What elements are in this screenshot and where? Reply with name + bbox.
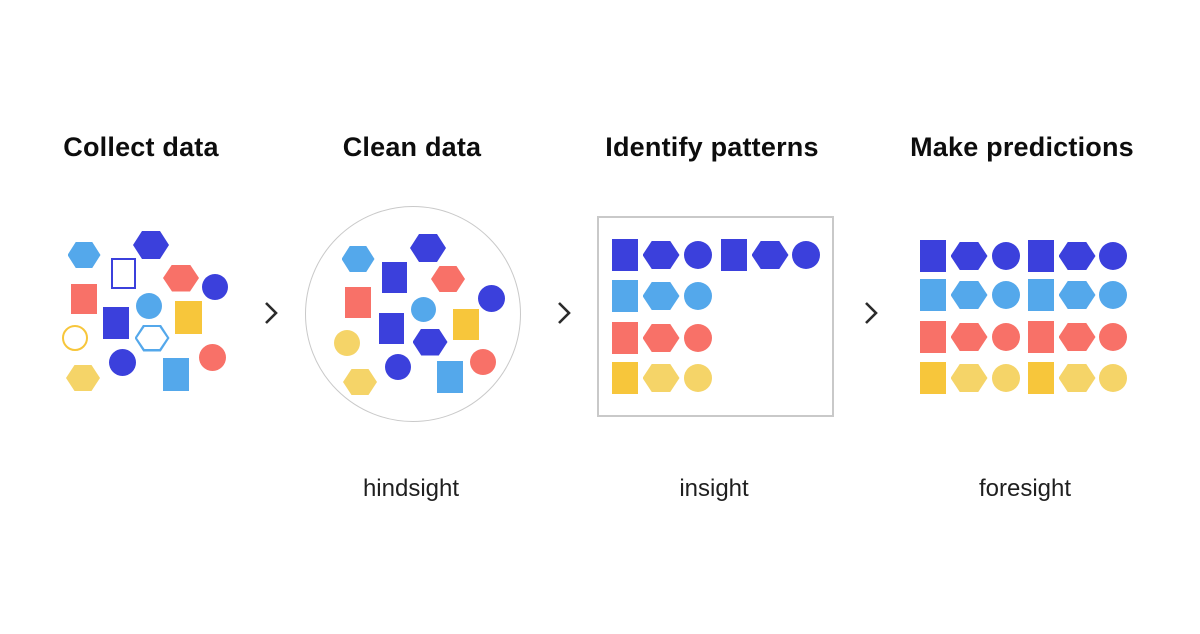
clean-data-circle-boundary <box>305 206 521 422</box>
hexagon-outline-fill <box>137 327 167 349</box>
square-shape <box>920 321 946 353</box>
circle-shape <box>684 241 712 269</box>
hexagon-shape <box>1058 281 1096 309</box>
stage-label-insight: insight <box>679 475 749 502</box>
hexagon-shape <box>642 241 680 269</box>
circle-shape <box>1099 281 1127 309</box>
hexagon-shape <box>66 365 100 391</box>
hexagon-shape <box>642 282 680 310</box>
circle-shape <box>202 274 228 300</box>
square-shape <box>721 239 747 271</box>
circle-shape <box>1099 323 1127 351</box>
circle-shape <box>198 343 226 371</box>
square-shape <box>1028 279 1054 311</box>
hexagon-shape <box>950 323 988 351</box>
hexagon-shape <box>412 328 448 356</box>
circle-shape <box>992 364 1020 392</box>
identify-patterns-box-boundary <box>597 216 834 417</box>
circle-shape <box>136 293 162 319</box>
circle-shape <box>108 348 136 376</box>
circle-shape <box>992 323 1020 351</box>
chevron-right-icon <box>865 302 878 324</box>
hexagon-shape <box>1058 323 1096 351</box>
circle-shape <box>477 284 505 312</box>
stage-title-collect-data: Collect data <box>63 132 219 162</box>
hexagon-shape <box>1058 364 1096 392</box>
circle-shape <box>992 242 1020 270</box>
hexagon-shape <box>642 364 680 392</box>
square-shape <box>381 261 407 293</box>
square-shape <box>345 286 371 318</box>
circle-shape <box>792 241 820 269</box>
hexagon-shape <box>950 242 988 270</box>
square-shape <box>612 362 638 394</box>
square-shape <box>1028 362 1054 394</box>
square-shape <box>437 361 463 393</box>
hexagon-shape <box>642 324 680 352</box>
square-shape <box>378 312 404 344</box>
square-shape <box>612 280 638 312</box>
square-shape <box>1028 321 1054 353</box>
hexagon-shape <box>751 241 789 269</box>
circle-shape <box>1099 364 1127 392</box>
chevron-right-icon <box>558 302 571 324</box>
circle-shape <box>992 281 1020 309</box>
square-shape <box>71 284 97 314</box>
stage-label-foresight: foresight <box>978 475 1072 502</box>
square-shape <box>174 300 202 334</box>
hexagon-shape <box>1058 242 1096 270</box>
square-shape <box>612 322 638 354</box>
stage-title-identify-patterns: Identify patterns <box>605 132 819 162</box>
square-shape <box>1028 240 1054 272</box>
circle-shape <box>1099 242 1127 270</box>
circle-shape <box>385 354 411 380</box>
hexagon-shape <box>163 264 199 292</box>
chevron-right-icon <box>265 302 278 324</box>
circle-shape <box>62 325 88 351</box>
square-shape <box>103 307 129 339</box>
stage-label-hindsight: hindsight <box>362 475 460 502</box>
hexagon-shape <box>133 231 169 259</box>
circle-shape <box>684 282 712 310</box>
square-shape <box>920 279 946 311</box>
circle-shape <box>470 349 496 375</box>
square-shape <box>612 239 638 271</box>
square-shape <box>920 362 946 394</box>
square-shape <box>163 357 189 391</box>
hexagon-shape <box>950 281 988 309</box>
square-shape <box>920 240 946 272</box>
stage-title-clean-data: Clean data <box>342 132 482 162</box>
circle-shape <box>410 296 436 322</box>
stage-title-make-predictions: Make predictions <box>910 132 1134 162</box>
circle-shape <box>334 330 360 356</box>
square-shape <box>453 308 479 340</box>
hexagon-shape <box>950 364 988 392</box>
circle-shape <box>684 324 712 352</box>
circle-shape <box>684 364 712 392</box>
square-shape <box>110 257 136 289</box>
